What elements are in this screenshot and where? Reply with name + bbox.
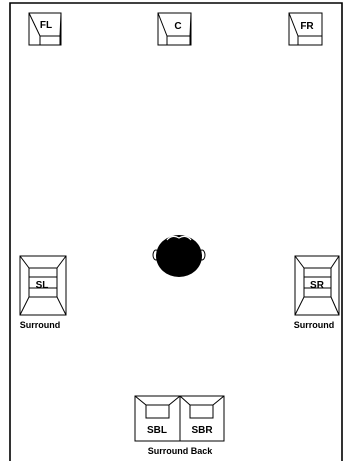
caption-surround-back: Surround Back <box>148 446 214 456</box>
speaker-label-sl: SL <box>36 280 49 291</box>
caption-surround-right: Surround <box>294 320 335 330</box>
room-outline <box>10 3 342 461</box>
speaker-label-sr: SR <box>310 280 325 291</box>
speaker-surround-back-left: SBL <box>135 396 180 441</box>
speaker-label-sbl: SBL <box>147 425 167 436</box>
speaker-front-left: FL <box>29 13 61 45</box>
speaker-center: C <box>158 13 191 45</box>
speaker-label-sbr: SBR <box>191 425 213 436</box>
caption-surround-left: Surround <box>20 320 61 330</box>
speaker-surround-back-right: SBR <box>180 396 224 441</box>
speaker-surround-right: SR <box>295 256 339 315</box>
speaker-front-right: FR <box>289 13 322 45</box>
speaker-surround-left: SL <box>20 256 66 315</box>
speaker-label-c: C <box>174 21 181 32</box>
speaker-label-fl: FL <box>40 20 52 31</box>
speaker-label-fr: FR <box>300 21 314 32</box>
listener-head-icon <box>153 235 205 277</box>
